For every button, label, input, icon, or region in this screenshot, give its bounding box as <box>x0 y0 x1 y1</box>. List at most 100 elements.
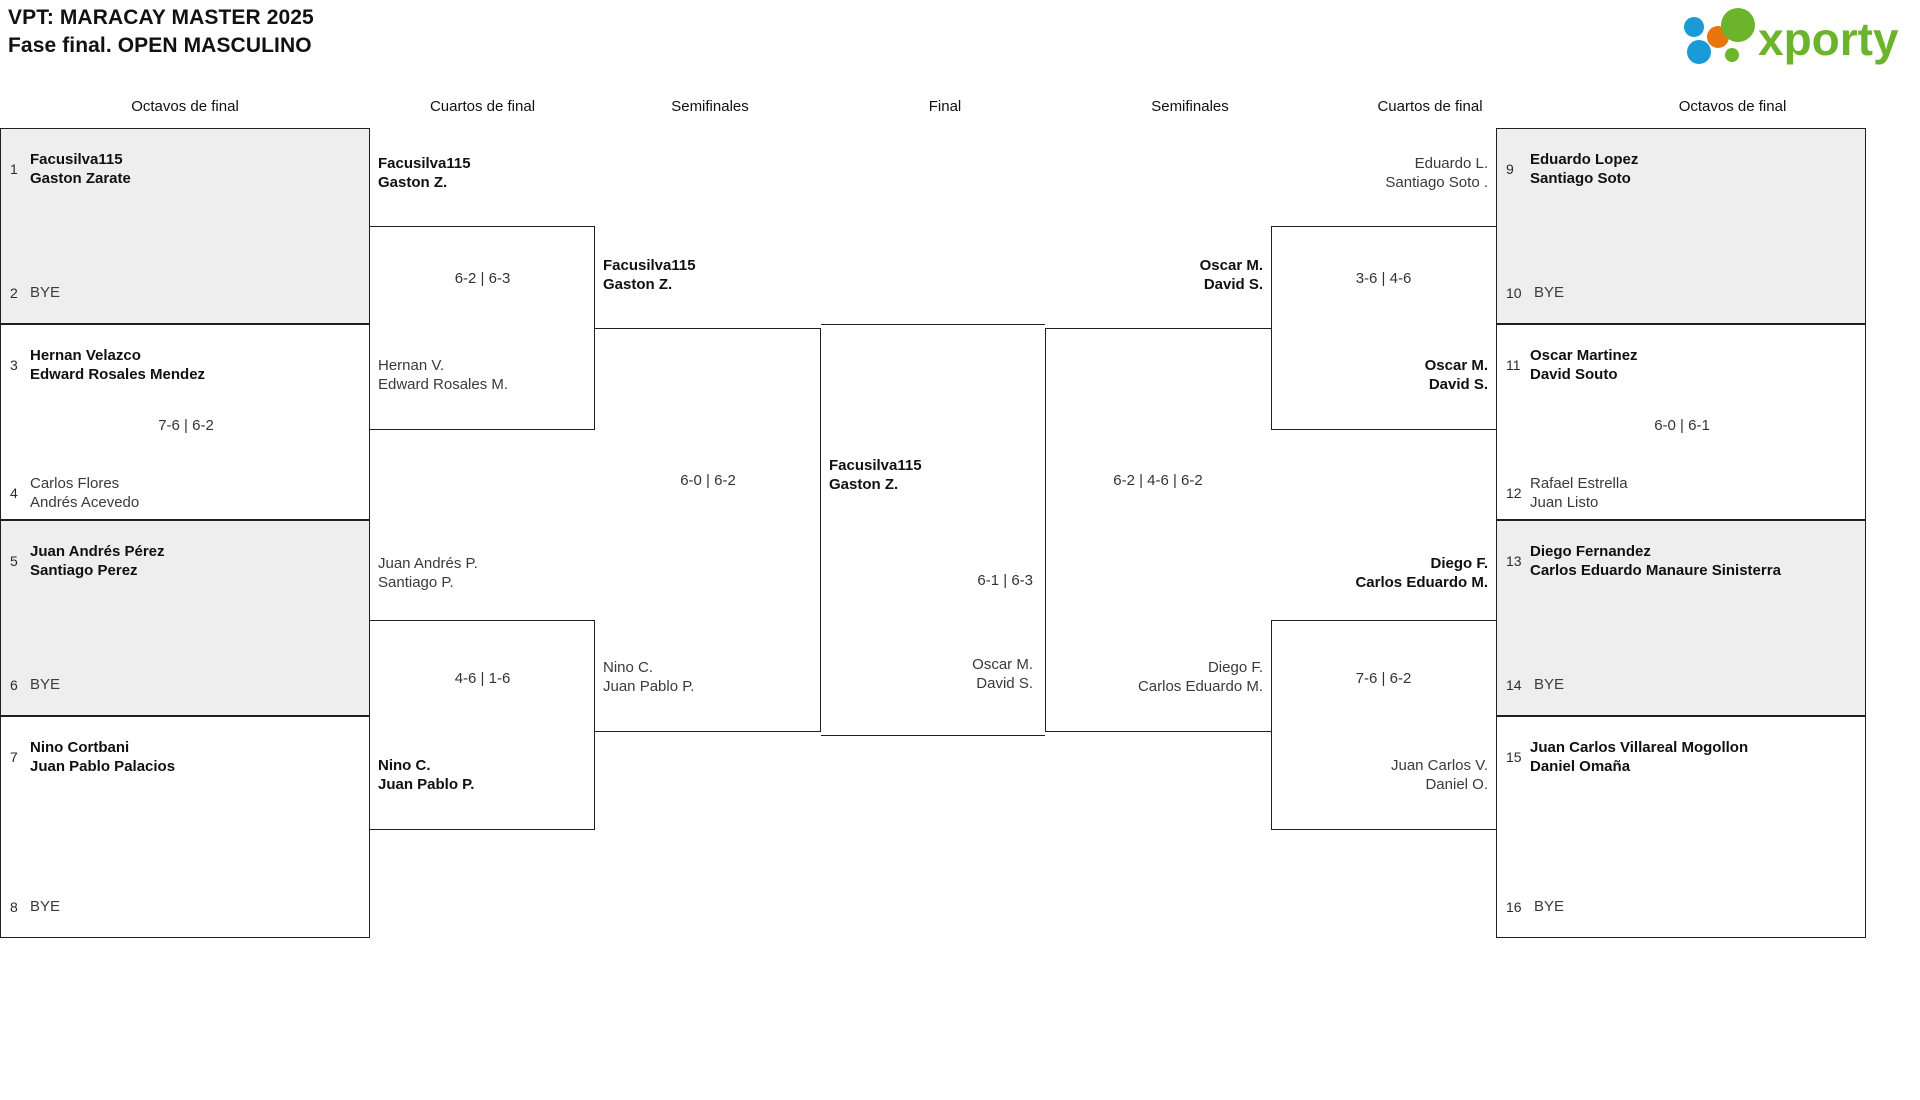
qf-box-left-1[interactable] <box>370 226 595 430</box>
player-name: Andrés Acevedo <box>30 494 140 512</box>
bye-label: BYE <box>1534 284 1565 301</box>
player-name: Oscar M. <box>1199 257 1263 274</box>
round-header-right-sf: Semifinales <box>1151 98 1229 115</box>
seed-number: 13 <box>1506 553 1522 569</box>
bye-label: BYE <box>30 676 61 693</box>
seed-number: 9 <box>1506 161 1514 177</box>
sf-right-bottom: Diego F. Carlos Eduardo M. <box>1045 658 1263 696</box>
sf-left-top: Facusilva115 Gaston Z. <box>603 256 696 294</box>
player-name: Juan Carlos Villareal Mogollon <box>1530 739 1749 756</box>
qf-left-1-top: Facusilva115 Gaston Z. <box>378 154 471 192</box>
bye-label: BYE <box>1534 676 1565 693</box>
player-name: Juan Carlos V. <box>1390 757 1488 774</box>
round-header-final: Final <box>928 98 962 115</box>
qf-box-right-1[interactable] <box>1271 226 1496 430</box>
player-name: David S. <box>976 675 1033 693</box>
player-name: Santiago P. <box>378 574 454 592</box>
qf-right-2-top: Diego F. Carlos Eduardo M. <box>1271 554 1488 592</box>
player-name: Oscar M. <box>1424 357 1488 374</box>
player-name: Eduardo Lopez <box>1530 151 1639 168</box>
sf-right-top: Oscar M. David S. <box>1045 256 1263 294</box>
round-header-left-qf: Cuartos de final <box>429 98 536 115</box>
player-name: Juan Listo <box>1530 494 1599 512</box>
r16-cell-7[interactable]: 13 Diego Fernandez Carlos Eduardo Manaur… <box>1496 520 1866 716</box>
match-score: 7-6 | 6-2 <box>1355 670 1412 687</box>
seed-number: 2 <box>10 285 18 301</box>
page-title: VPT: MARACAY MASTER 2025 Fase final. OPE… <box>8 4 314 59</box>
qf-left-1-bottom: Hernan V. Edward Rosales M. <box>378 356 508 394</box>
player-name: Santiago Perez <box>30 562 138 580</box>
seed-number: 6 <box>10 677 18 693</box>
bye-label: BYE <box>1534 898 1565 915</box>
match-score: 6-0 | 6-1 <box>1654 417 1710 434</box>
match-score: 7-6 | 6-2 <box>158 417 214 434</box>
match-score: 4-6 | 1-6 <box>454 670 511 687</box>
player-name: Gaston Z. <box>829 476 899 494</box>
player-name: Edward Rosales M. <box>378 376 509 394</box>
player-name: Carlos Flores <box>30 475 120 492</box>
player-name: Daniel O. <box>1425 776 1488 794</box>
player-name: Facusilva115 <box>378 155 471 172</box>
round-header-right-r16: Octavos de final <box>1678 98 1787 115</box>
final-champion: Facusilva115 Gaston Z. <box>829 456 922 494</box>
player-name: David S. <box>1428 376 1488 394</box>
player-name: Hernan Velazco <box>30 347 141 364</box>
final-runnerup: Oscar M. David S. <box>833 655 1033 693</box>
player-name: Carlos Eduardo Manaure Sinisterra <box>1530 562 1781 580</box>
r16-cell-6[interactable]: 11 Oscar Martinez David Souto 6-0 | 6-1 … <box>1496 324 1866 520</box>
seed-number: 8 <box>10 899 18 915</box>
match-score: 6-1 | 6-3 <box>977 572 1033 589</box>
player-name: Oscar M. <box>972 656 1033 673</box>
player-name: Diego F. <box>1207 659 1263 676</box>
match-score: 6-2 | 6-3 <box>454 270 511 287</box>
seed-number: 15 <box>1506 749 1522 765</box>
player-name: Carlos Eduardo M. <box>1137 678 1263 696</box>
r16-cell-8[interactable]: 15 Juan Carlos Villareal Mogollon Daniel… <box>1496 716 1866 938</box>
match-score: 6-2 | 4-6 | 6-2 <box>1113 472 1203 489</box>
qf-box-left-2[interactable] <box>370 620 595 830</box>
qf-right-1-bottom: Oscar M. David S. <box>1271 356 1488 394</box>
qf-box-right-2[interactable] <box>1271 620 1496 830</box>
tournament-name: VPT: MARACAY MASTER 2025 <box>8 6 314 29</box>
player-name: Edward Rosales Mendez <box>30 366 206 384</box>
player-name: David S. <box>1203 276 1263 294</box>
qf-left-2-top: Juan Andrés P. Santiago P. <box>378 554 478 592</box>
seed-number: 4 <box>10 485 18 501</box>
player-name: Juan Andrés P. <box>378 555 478 572</box>
player-name: Gaston Z. <box>603 276 673 294</box>
r16-cell-1[interactable]: 1 Facusilva115 Gaston Zarate 2 BYE <box>0 128 370 324</box>
round-header-left-sf: Semifinales <box>671 98 749 115</box>
player-name: Juan Pablo P. <box>603 678 695 696</box>
final-box[interactable] <box>821 324 1045 736</box>
player-name: Nino C. <box>378 757 431 774</box>
tournament-phase: Fase final. OPEN MASCULINO <box>8 33 312 57</box>
logo-dots-icon <box>1684 8 1755 64</box>
player-name: Facusilva115 <box>603 257 696 274</box>
r16-cell-3[interactable]: 5 Juan Andrés Pérez Santiago Perez 6 BYE <box>0 520 370 716</box>
player-name: Rafael Estrella <box>1530 475 1628 492</box>
r16-cell-5[interactable]: 9 Eduardo Lopez Santiago Soto 10 BYE <box>1496 128 1866 324</box>
player-name: Juan Pablo Palacios <box>30 758 176 776</box>
player-name: Diego F. <box>1430 555 1488 572</box>
qf-right-2-bottom: Juan Carlos V. Daniel O. <box>1271 756 1488 794</box>
player-name: Daniel Omaña <box>1530 758 1631 776</box>
logo-wordmark: xporty <box>1758 13 1899 65</box>
player-name: Eduardo L. <box>1414 155 1488 172</box>
player-name: Carlos Eduardo M. <box>1355 574 1488 592</box>
player-name: Santiago Soto . <box>1385 174 1488 192</box>
r16-cell-2[interactable]: 3 Hernan Velazco Edward Rosales Mendez 7… <box>0 324 370 520</box>
seed-number: 14 <box>1506 677 1522 693</box>
sf-box-right[interactable] <box>1045 328 1271 732</box>
player-name: Nino C. <box>603 659 654 676</box>
sf-box-left[interactable] <box>595 328 821 732</box>
player-name: Facusilva115 <box>829 457 922 474</box>
sf-left-bottom: Nino C. Juan Pablo P. <box>603 658 694 696</box>
qf-right-1-top: Eduardo L. Santiago Soto . <box>1271 154 1488 192</box>
seed-number: 7 <box>10 749 18 765</box>
match-score: 3-6 | 4-6 <box>1355 270 1412 287</box>
player-name: Oscar Martinez <box>1530 347 1638 364</box>
r16-cell-4[interactable]: 7 Nino Cortbani Juan Pablo Palacios 8 BY… <box>0 716 370 938</box>
bye-label: BYE <box>30 284 61 301</box>
player-name: Gaston Zarate <box>30 170 131 188</box>
